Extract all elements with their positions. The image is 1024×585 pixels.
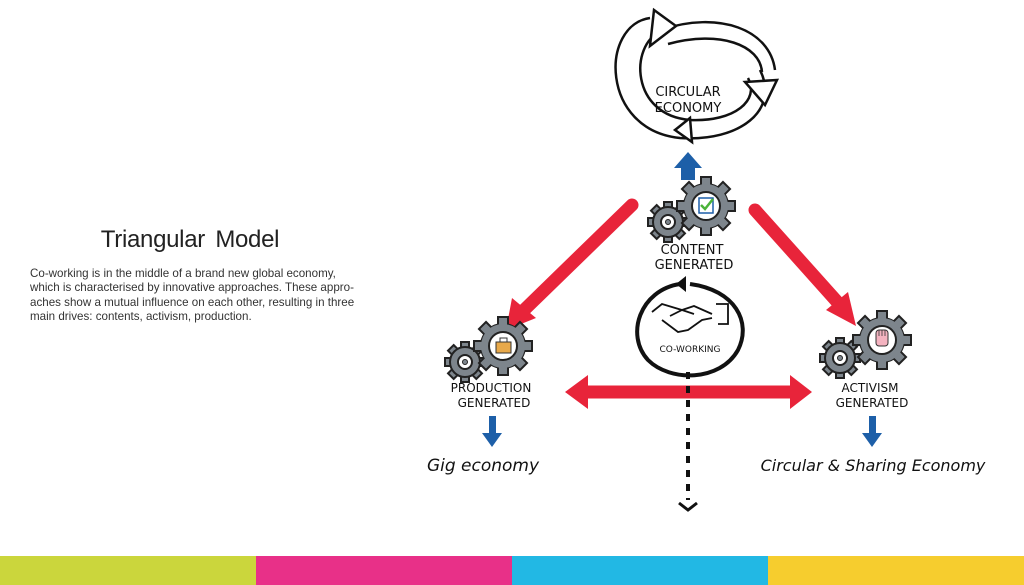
description-text: Co-working is in the middle of a brand n… [30,267,355,324]
circular-sharing-economy-label: Circular & Sharing Economy [761,456,986,475]
activism-generated-label: ACTIVISM [842,381,899,395]
production-generated-label: GENERATED [458,396,531,410]
briefcase-icon [495,337,512,354]
triangular-model-diagram: CIRCULAR ECONOMY CONTENT GENERATED CO-W [427,7,986,512]
content-generated-label: CONTENT [661,243,724,258]
checkbox-icon [698,197,714,214]
band-magenta [256,556,512,585]
band-green [0,556,256,585]
page-title: Triangular Model [100,226,280,253]
dotted-down-arrow [678,372,698,512]
band-yellow [768,556,1024,585]
circular-economy-node: CIRCULAR ECONOMY [614,7,780,145]
content-generated-node: CONTENT GENERATED [647,176,736,273]
circular-economy-label: CIRCULAR [655,85,720,100]
production-generated-label: PRODUCTION [451,381,532,395]
handshake-icon [651,303,729,333]
up-arrow-icon [674,152,702,180]
fist-icon [875,329,889,347]
production-generated-node: PRODUCTION GENERATED Gig economy [427,316,540,476]
content-generated-label: GENERATED [655,258,734,273]
co-working-label: CO-WORKING [659,345,720,355]
circular-economy-label: ECONOMY [655,101,722,116]
gig-economy-label: Gig economy [427,456,540,476]
down-arrow-icon [482,416,502,447]
down-arrow-icon [862,416,882,447]
activism-generated-label: GENERATED [836,396,909,410]
circular-arrow-icon [614,16,767,140]
band-cyan [512,556,768,585]
activism-generated-node: ACTIVISM GENERATED Circular & Sharing Ec… [761,310,986,475]
red-arrow-left [506,198,639,330]
red-arrow-right [748,203,856,326]
co-working-node: CO-WORKING [635,276,745,378]
